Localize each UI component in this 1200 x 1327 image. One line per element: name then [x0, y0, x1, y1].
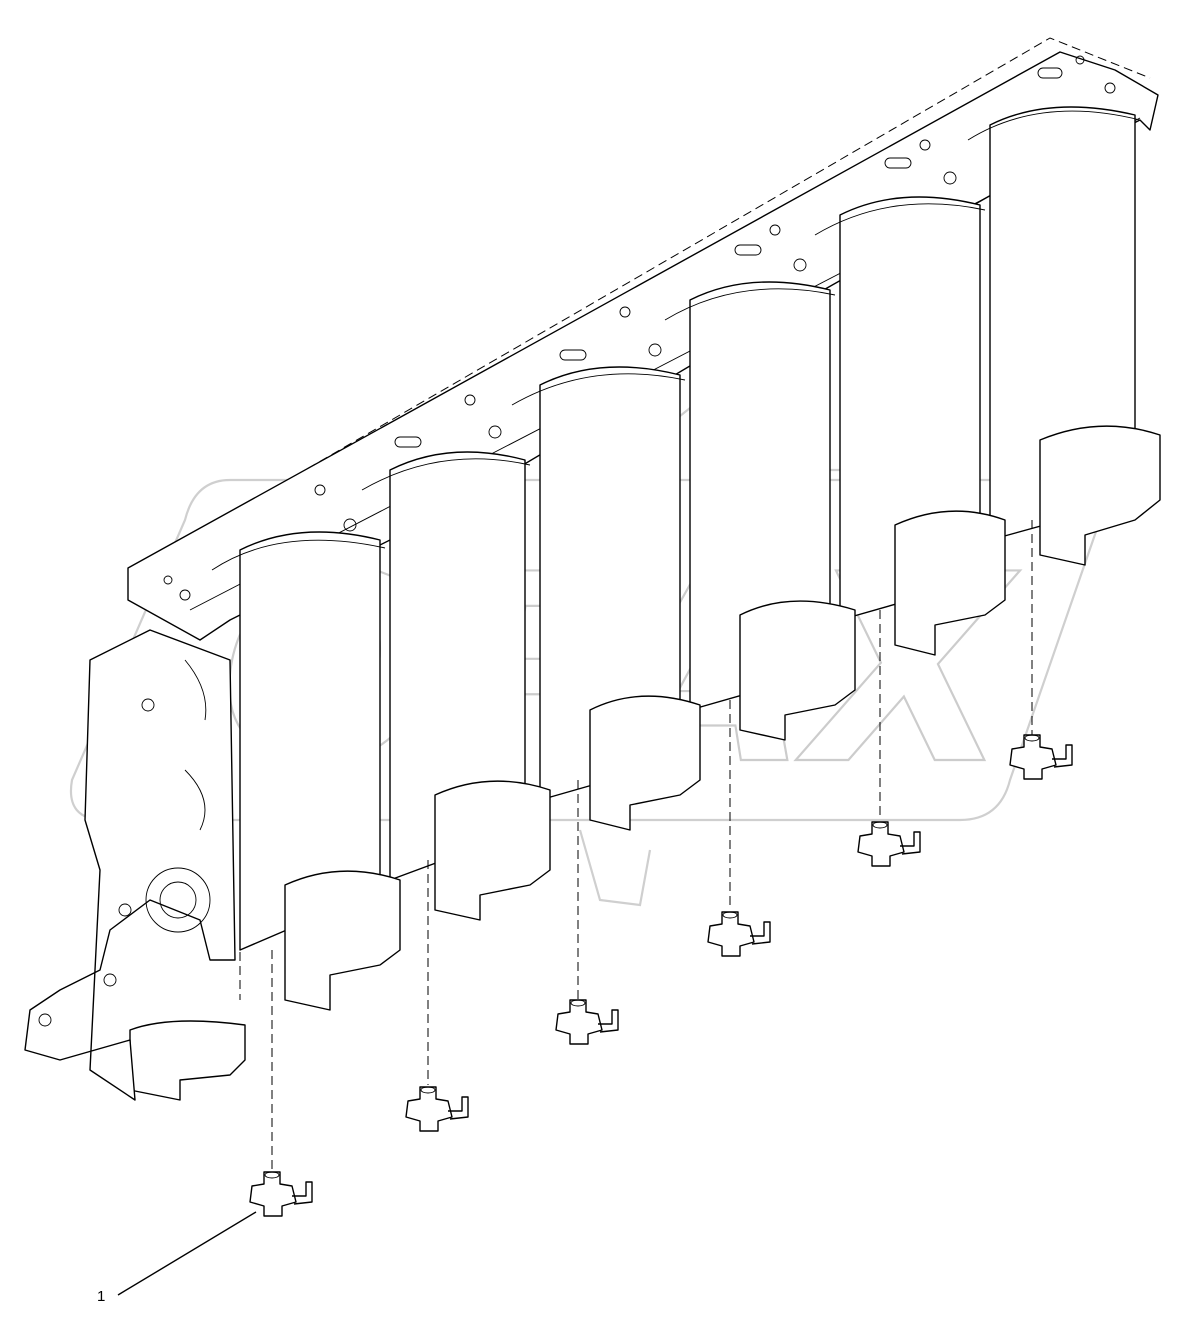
- piston-cooling-nozzles: [249, 520, 1073, 1217]
- cylinder-2: [361, 451, 531, 881]
- piston-cooling-nozzle-2: [405, 1086, 469, 1132]
- main-bearing-saddles: [129, 425, 1161, 1101]
- deck-bolt-holes: [163, 55, 1116, 601]
- cylinder-1: [211, 531, 386, 1000]
- callout-leader-line: [117, 1211, 257, 1296]
- front-face-housing: [24, 629, 236, 1101]
- piston-cooling-nozzle-5: [857, 821, 921, 867]
- cylinder-3: [511, 366, 686, 801]
- piston-cooling-nozzle-4: [707, 911, 771, 957]
- piston-cooling-nozzle-6: [1009, 734, 1073, 780]
- piston-cooling-nozzle-1: [249, 1171, 313, 1217]
- callout-number-1: 1: [97, 1288, 106, 1305]
- piston-cooling-nozzle-3: [555, 999, 619, 1045]
